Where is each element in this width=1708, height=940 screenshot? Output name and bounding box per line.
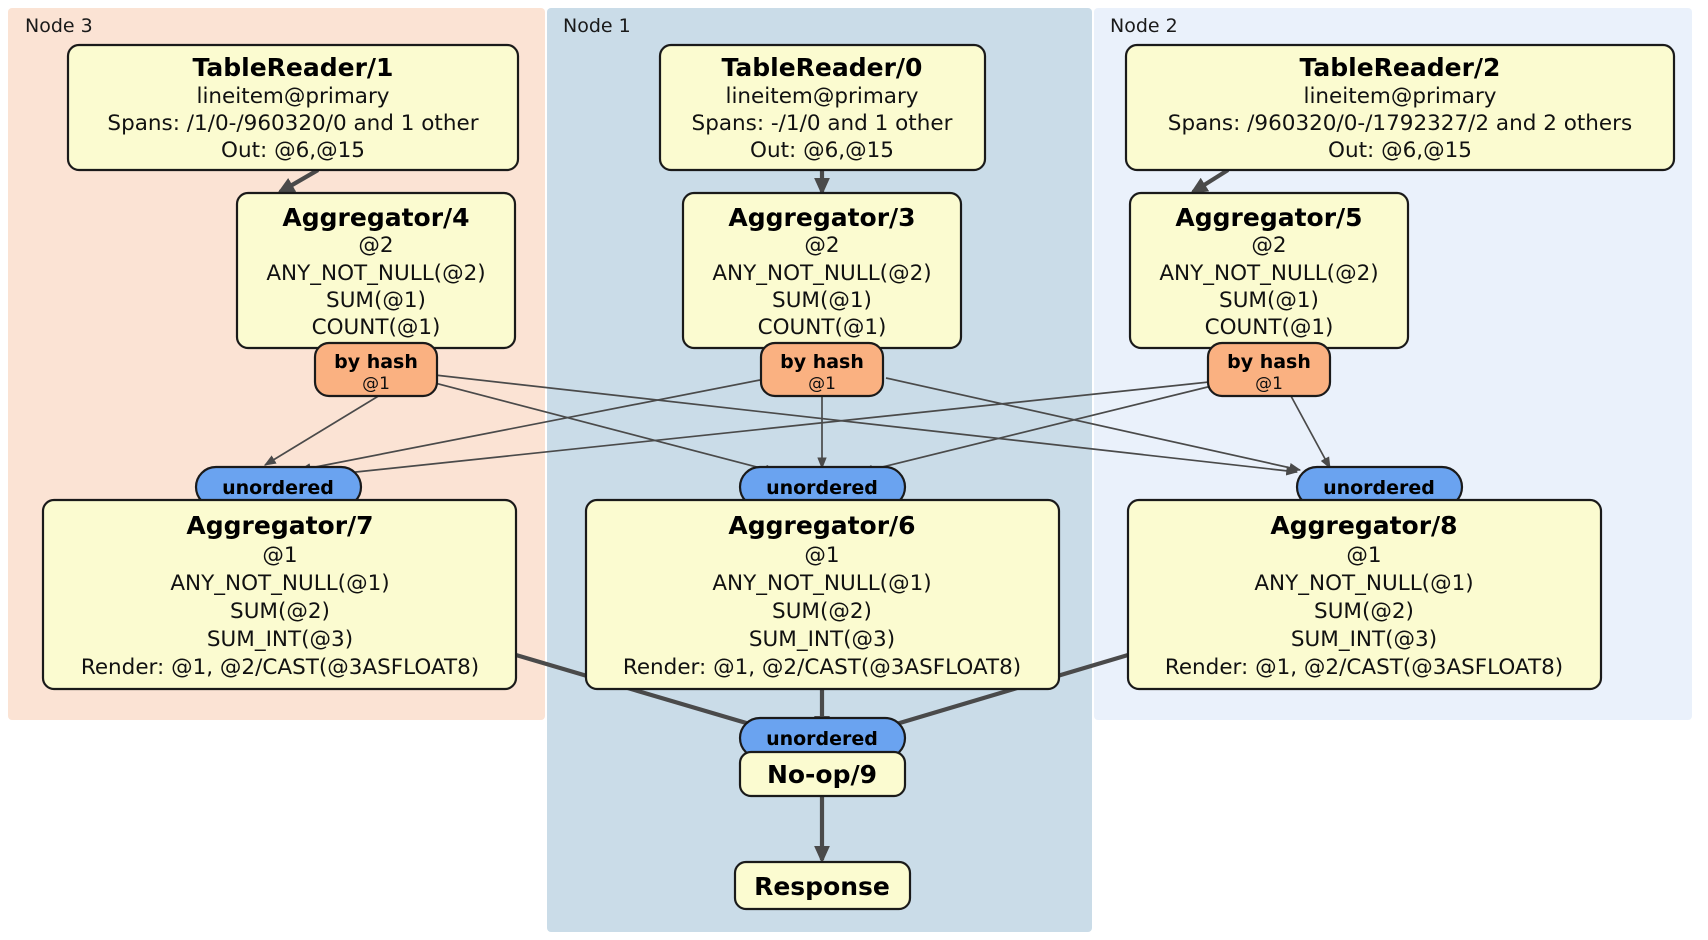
aggregator-3-title: Aggregator/3 [728,203,915,232]
pill-unordered-right[interactable]: unordered [1295,465,1464,509]
processor-aggregator-4[interactable]: Aggregator/4 @2 ANY_NOT_NULL(@2) SUM(@1)… [235,191,517,350]
tablereader-0-line-1: Spans: -/1/0 and 1 other [692,111,953,136]
tablereader-1-line-1: Spans: /1/0-/960320/0 and 1 other [107,111,478,136]
aggregator-4-line-0: @2 [358,233,393,258]
edge-agg7-to-final-unordered [515,652,774,734]
edge-hash-right-to-unordered-right [1284,384,1331,470]
tablereader-2-title: TableReader/2 [1300,53,1501,82]
processor-noop-9[interactable]: No-op/9 [738,750,907,798]
noop-9-title: No-op/9 [767,760,877,789]
badge-by-hash-center-title: by hash [780,351,864,373]
aggregator-5-line-0: @2 [1251,233,1286,258]
aggregator-3-line-0: @2 [804,233,839,258]
processor-response[interactable]: Response [733,860,912,911]
edge-tr1-to-agg4 [276,168,320,194]
badge-by-hash-left-title: by hash [334,351,418,373]
response-title: Response [754,872,890,901]
edge-hash-right-to-unordered-center [860,381,1229,475]
processor-aggregator-7[interactable]: Aggregator/7 @1 ANY_NOT_NULL(@1) SUM(@2)… [41,498,518,691]
tablereader-1-line-2: Out: @6,@15 [221,138,365,163]
aggregator-3-line-3: COUNT(@1) [758,315,887,340]
aggregator-8-line-2: SUM(@2) [1314,599,1414,624]
panel-node-1-label: Node 1 [563,15,631,37]
edge-hash-left-to-unordered-right [407,371,1299,476]
aggregator-6-line-1: ANY_NOT_NULL(@1) [712,571,931,596]
aggregator-5-line-1: ANY_NOT_NULL(@2) [1159,261,1378,286]
processor-aggregator-8[interactable]: Aggregator/8 @1 ANY_NOT_NULL(@1) SUM(@2)… [1126,498,1603,691]
edge-agg8-to-final-unordered [872,652,1129,734]
tablereader-1-title: TableReader/1 [193,53,394,82]
panel-node-2-label: Node 2 [1110,15,1178,37]
aggregator-6-line-2: SUM(@2) [772,599,872,624]
aggregator-5-title: Aggregator/5 [1175,203,1362,232]
edge-hash-center-to-unordered-right [885,377,1302,473]
aggregator-4-line-2: SUM(@1) [326,288,426,313]
aggregator-6-line-0: @1 [804,543,839,568]
processor-aggregator-6[interactable]: Aggregator/6 @1 ANY_NOT_NULL(@1) SUM(@2)… [584,498,1061,691]
badge-by-hash-right-title: by hash [1227,351,1311,373]
aggregator-7-line-4: Render: @1, @2/CAST(@3ASFLOAT8) [81,655,479,680]
badge-by-hash-left-sub: @1 [362,374,390,394]
tablereader-2-line-2: Out: @6,@15 [1328,138,1472,163]
aggregator-7-line-3: SUM_INT(@3) [207,627,353,652]
edge-hash-left-to-unordered-center [407,375,778,474]
tablereader-2-line-0: lineitem@primary [1303,84,1496,109]
tablereader-0-line-0: lineitem@primary [725,84,918,109]
aggregator-7-line-1: ANY_NOT_NULL(@1) [170,571,389,596]
edge-hash-right-to-unordered-left [316,379,1229,480]
aggregator-5-line-2: SUM(@1) [1219,288,1319,313]
tablereader-1-line-0: lineitem@primary [196,84,389,109]
processor-aggregator-3[interactable]: Aggregator/3 @2 ANY_NOT_NULL(@2) SUM(@1)… [681,191,963,350]
aggregator-8-line-4: Render: @1, @2/CAST(@3ASFLOAT8) [1165,655,1563,680]
tablereader-2-line-1: Spans: /960320/0-/1792327/2 and 2 others [1168,111,1632,136]
processor-aggregator-5[interactable]: Aggregator/5 @2 ANY_NOT_NULL(@2) SUM(@1)… [1128,191,1410,350]
badge-by-hash-center[interactable]: by hash @1 [759,341,885,398]
aggregator-7-line-0: @1 [262,543,297,568]
aggregator-7-line-2: SUM(@2) [230,599,330,624]
badge-by-hash-right[interactable]: by hash @1 [1206,341,1332,398]
aggregator-3-line-2: SUM(@1) [772,288,872,313]
pill-unordered-center-label: unordered [766,477,878,499]
processor-tablereader-2[interactable]: TableReader/2 lineitem@primary Spans: /9… [1124,43,1676,172]
aggregator-4-line-1: ANY_NOT_NULL(@2) [266,261,485,286]
pill-unordered-final[interactable]: unordered [738,716,907,760]
pill-unordered-left-label: unordered [222,477,334,499]
badge-by-hash-center-sub: @1 [808,374,836,394]
aggregator-8-title: Aggregator/8 [1270,511,1457,540]
edge-tr2-to-agg5 [1190,168,1230,194]
aggregator-5-line-3: COUNT(@1) [1205,315,1334,340]
aggregator-8-line-3: SUM_INT(@3) [1291,627,1437,652]
edge-hash-center-to-unordered-left [298,379,761,473]
badge-by-hash-right-sub: @1 [1255,374,1283,394]
processor-tablereader-0[interactable]: TableReader/0 lineitem@primary Spans: -/… [658,43,987,172]
processor-tablereader-1[interactable]: TableReader/1 lineitem@primary Spans: /1… [66,43,520,172]
aggregator-4-title: Aggregator/4 [282,203,469,232]
badge-by-hash-left[interactable]: by hash @1 [313,341,439,398]
aggregator-4-line-3: COUNT(@1) [312,315,441,340]
aggregator-6-line-3: SUM_INT(@3) [749,627,895,652]
pill-unordered-right-label: unordered [1323,477,1435,499]
aggregator-6-title: Aggregator/6 [728,511,915,540]
tablereader-0-title: TableReader/0 [722,53,923,82]
pill-unordered-left[interactable]: unordered [194,465,363,509]
aggregator-7-title: Aggregator/7 [186,511,373,540]
aggregator-8-line-0: @1 [1346,543,1381,568]
tablereader-0-line-2: Out: @6,@15 [750,138,894,163]
aggregator-6-line-4: Render: @1, @2/CAST(@3ASFLOAT8) [623,655,1021,680]
pill-unordered-final-label: unordered [766,728,878,750]
aggregator-8-line-1: ANY_NOT_NULL(@1) [1254,571,1473,596]
panel-node-3-label: Node 3 [25,15,93,37]
aggregator-3-line-1: ANY_NOT_NULL(@2) [712,261,931,286]
